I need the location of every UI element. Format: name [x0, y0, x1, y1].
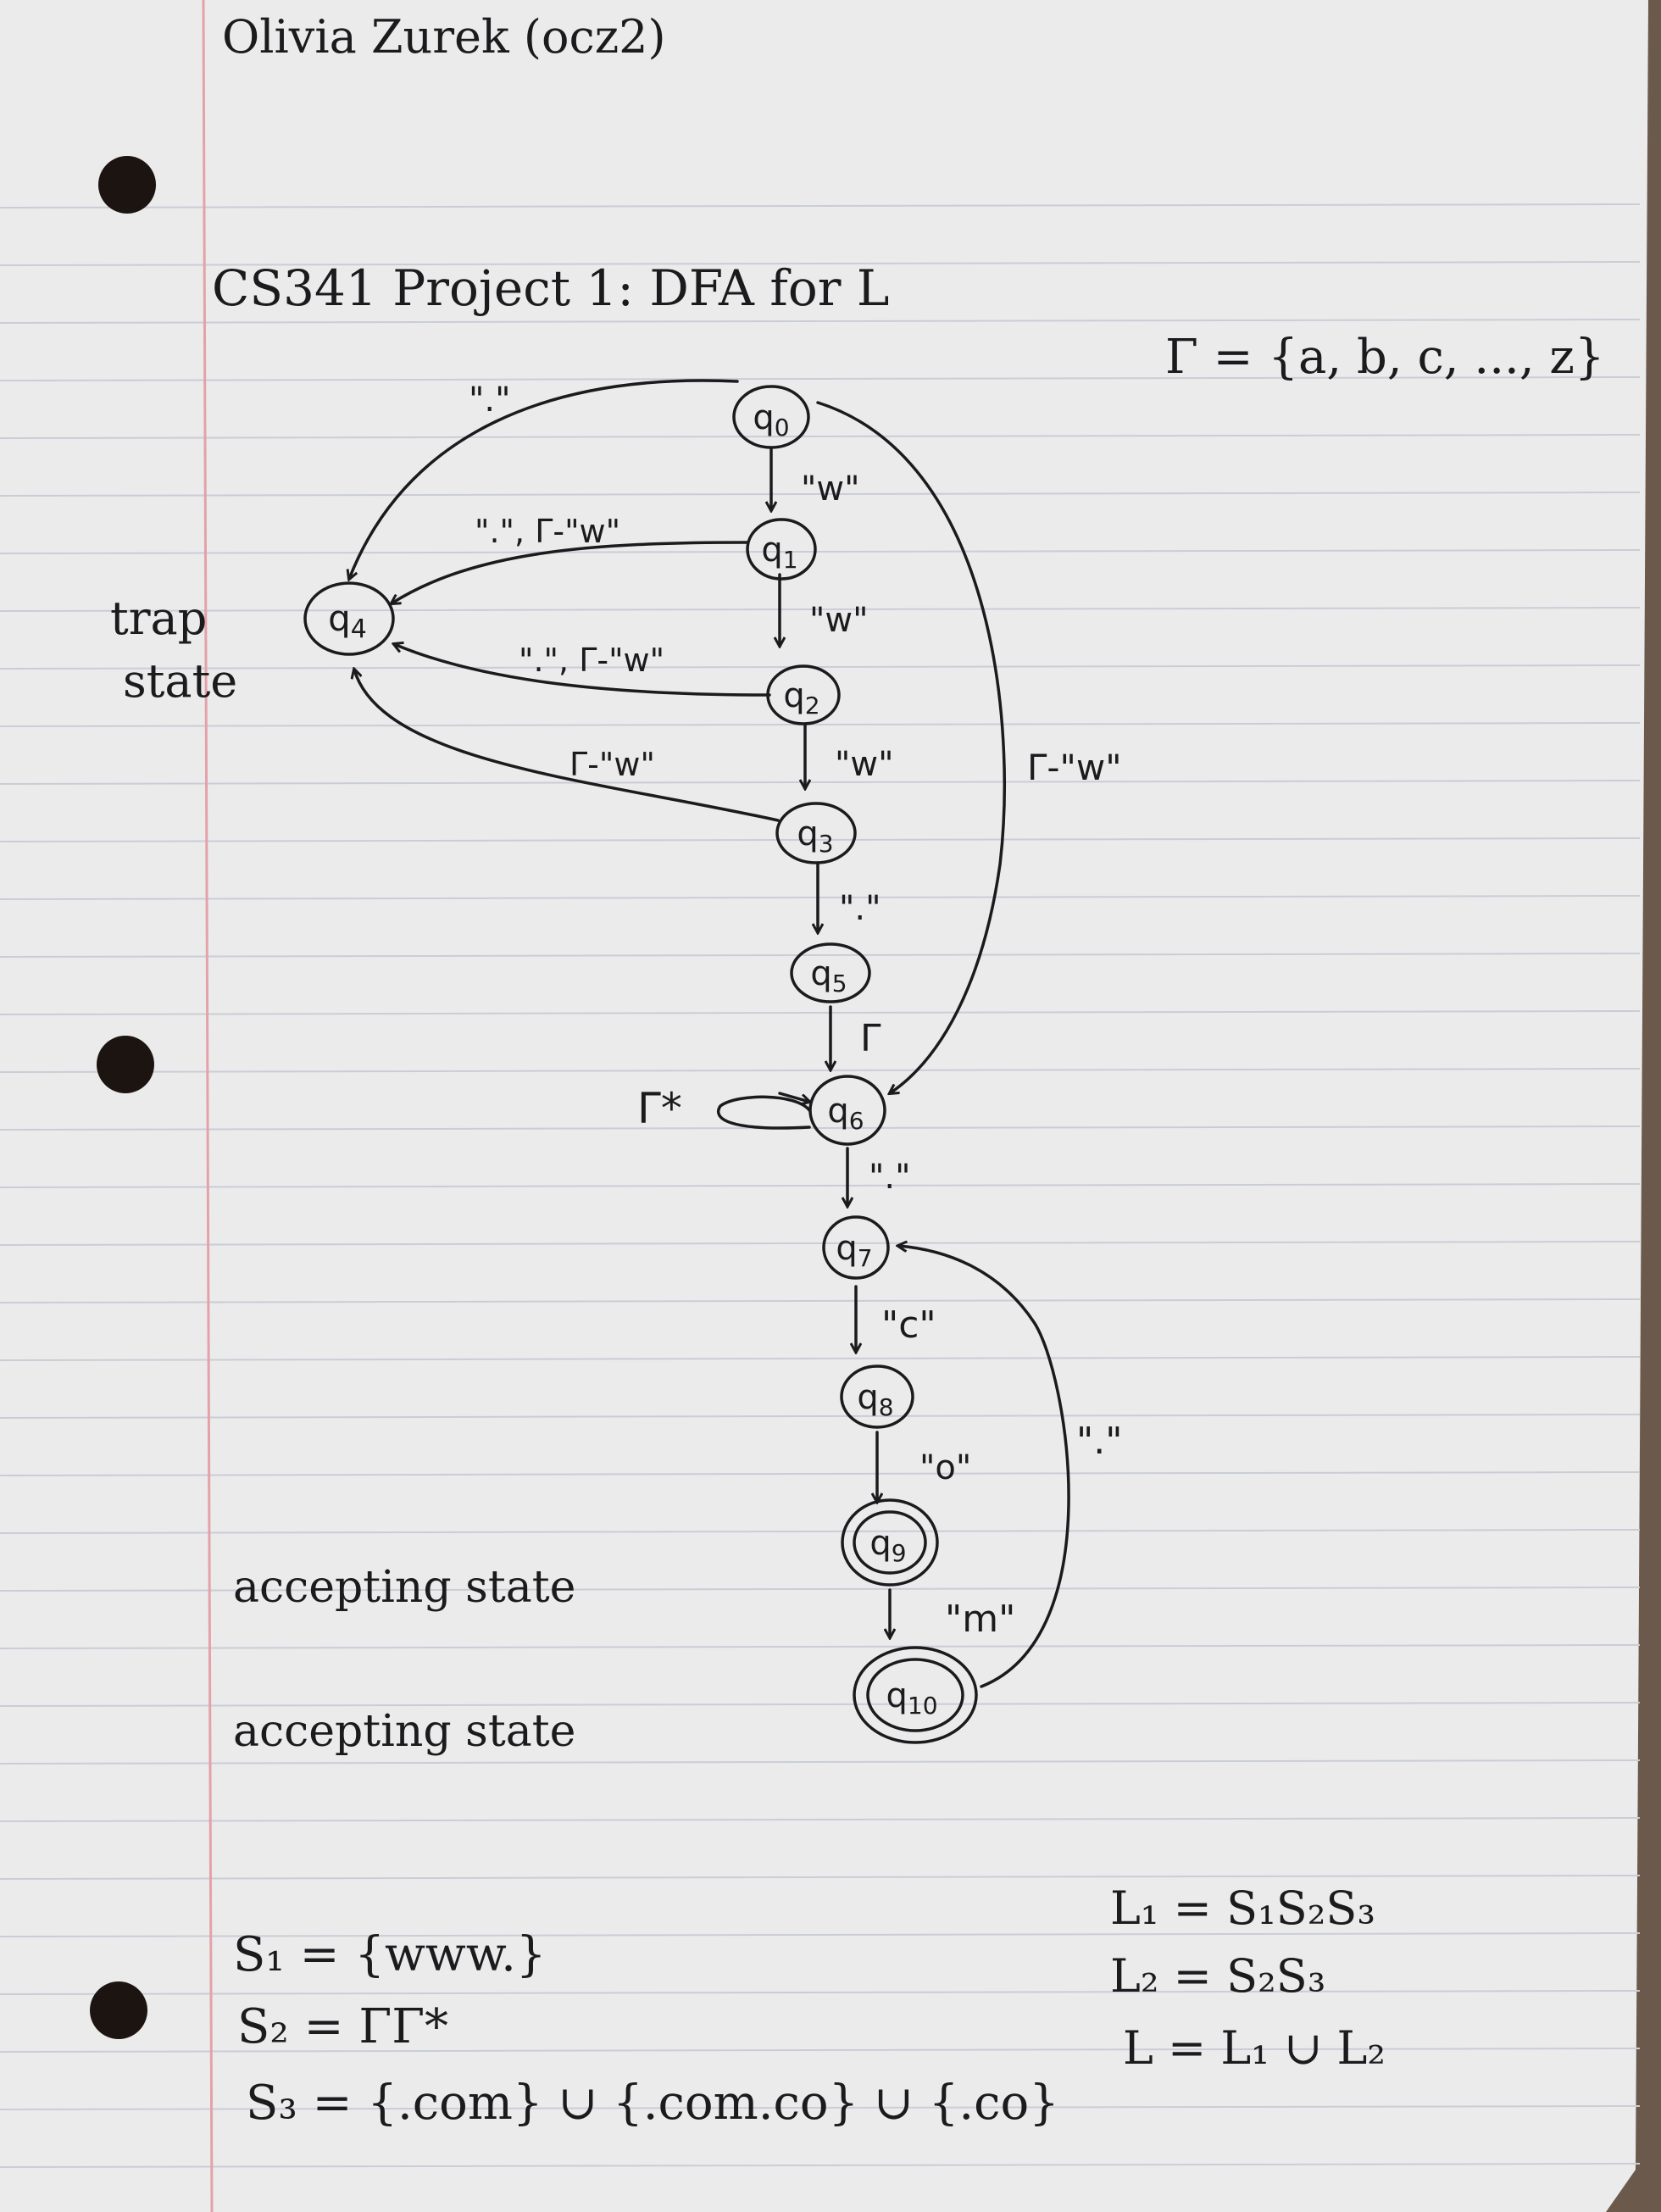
state-q6: q6 — [808, 1075, 886, 1146]
margin-line — [202, 0, 214, 2212]
edge-q1-q4 — [392, 541, 749, 603]
ruled-line — [0, 1702, 1641, 1707]
state-q2: q2 — [766, 664, 841, 725]
label-q8-q9: "o" — [919, 1448, 971, 1487]
ruled-line — [0, 1068, 1641, 1073]
label-q7-q8: "c" — [881, 1303, 936, 1347]
svg-text:q10: q10 — [886, 1676, 937, 1720]
ruled-line — [0, 1010, 1641, 1015]
ruled-line — [0, 1125, 1641, 1131]
label-q9-q10: "m" — [945, 1598, 1015, 1641]
ruled-line — [0, 549, 1641, 554]
definition-l: L = L₁ ∪ L₂ — [1123, 2021, 1386, 2075]
state-q0: q0 — [732, 385, 810, 449]
state-q8: q8 — [840, 1364, 914, 1429]
edge-q10-q7 — [898, 1246, 1070, 1688]
state-q7: q7 — [822, 1215, 890, 1280]
svg-text:q9: q9 — [869, 1524, 906, 1567]
ruled-line — [0, 1529, 1641, 1534]
svg-text:q6: q6 — [827, 1092, 864, 1135]
ruled-line — [0, 203, 1641, 208]
ruled-line — [0, 1414, 1641, 1419]
ruled-line — [0, 319, 1641, 324]
edge-q0-q4 — [349, 379, 739, 579]
loop-q6-arrowhead — [778, 1092, 809, 1102]
ruled-line — [0, 1644, 1641, 1649]
accepting-note-q10: accepting state — [233, 1706, 575, 1757]
ruled-line — [0, 953, 1641, 958]
edge-q0-q6 — [816, 401, 1006, 1093]
label-q3-q5: "." — [839, 889, 881, 928]
label-q2-q3: "w" — [835, 745, 894, 784]
state-q4-trap: q4 — [303, 581, 395, 656]
label-q6-loop: Γ* — [637, 1084, 682, 1133]
svg-text:q2: q2 — [783, 676, 819, 720]
ruled-lines — [0, 203, 1641, 2168]
svg-text:q1: q1 — [761, 531, 797, 574]
ruled-line — [0, 837, 1641, 842]
ruled-line — [0, 722, 1641, 727]
ruled-line — [0, 1817, 1641, 1822]
ruled-line — [0, 1183, 1641, 1188]
ruled-line — [0, 1875, 1641, 1880]
loop-q6 — [716, 1095, 811, 1130]
definition-s1: S₁ = {www.} — [233, 1927, 547, 1982]
ruled-line — [0, 492, 1641, 497]
ruled-line — [0, 1241, 1641, 1246]
label-q0-q6: Γ-"w" — [1027, 747, 1122, 788]
ruled-line — [0, 607, 1641, 612]
label-q6-q7: "." — [869, 1158, 911, 1197]
svg-text:q3: q3 — [797, 814, 833, 858]
ruled-line — [0, 1759, 1641, 1765]
state-q1: q1 — [746, 518, 817, 581]
trap-note-line1: trap — [110, 592, 207, 645]
label-q2-q4: ".", Γ-"w" — [519, 642, 664, 679]
ruled-line — [0, 261, 1641, 266]
label-q0-q4: "." — [469, 381, 511, 420]
ruled-line — [0, 434, 1641, 439]
ruled-line — [0, 895, 1641, 900]
trap-note-line2: state — [123, 654, 237, 708]
ruled-line — [0, 1932, 1641, 1937]
edge-q3-q4 — [354, 670, 780, 822]
ruled-line — [0, 376, 1641, 381]
svg-text:q0: q0 — [753, 398, 789, 442]
definition-s3: S₃ = {.com} ∪ {.com.co} ∪ {.co} — [246, 2076, 1059, 2131]
state-q10-accepting: q10 — [853, 1646, 978, 1744]
ruled-line — [0, 2048, 1641, 2053]
label-q0-q1: "w" — [801, 470, 860, 509]
binder-hole — [90, 1981, 147, 2039]
author-name: Olivia Zurek (ocz2) — [222, 10, 666, 64]
definition-l1: L₁ = S₁S₂S₃ — [1110, 1881, 1375, 1935]
definition-s2: S₂ = ΓΓ* — [237, 1999, 448, 2054]
state-q5: q5 — [790, 942, 871, 1003]
binder-hole — [98, 156, 156, 214]
ruled-line — [0, 2163, 1641, 2168]
page-title: CS341 Project 1: DFA for L — [212, 259, 889, 317]
state-q9-accepting: q9 — [841, 1498, 939, 1587]
svg-text:q8: q8 — [857, 1378, 893, 1421]
label-q1-q2: "w" — [809, 601, 869, 640]
ruled-line — [0, 1298, 1641, 1303]
svg-text:q4: q4 — [328, 597, 367, 644]
ruled-line — [0, 1471, 1641, 1476]
ruled-line — [0, 780, 1641, 785]
binder-hole — [97, 1036, 154, 1093]
ruled-line — [0, 664, 1641, 670]
definition-l2: L₂ = S₂S₃ — [1110, 1949, 1325, 2003]
edge-q2-q4 — [394, 644, 771, 697]
label-q3-q4: Γ-"w" — [569, 746, 655, 783]
svg-text:q5: q5 — [810, 954, 847, 998]
ruled-line — [0, 1356, 1641, 1361]
alphabet-definition: Γ = {a, b, c, ..., z} — [1165, 330, 1605, 385]
label-q10-q7: "." — [1076, 1420, 1122, 1463]
label-q5-q6: Γ — [860, 1017, 881, 1060]
svg-text:q7: q7 — [836, 1229, 872, 1272]
label-q1-q4: ".", Γ-"w" — [475, 513, 620, 550]
ruled-line — [0, 1990, 1641, 1995]
accepting-note-q9: accepting state — [233, 1562, 575, 1613]
ruled-line — [0, 2105, 1641, 2110]
state-q3: q3 — [775, 802, 857, 864]
ruled-line — [0, 1587, 1641, 1592]
